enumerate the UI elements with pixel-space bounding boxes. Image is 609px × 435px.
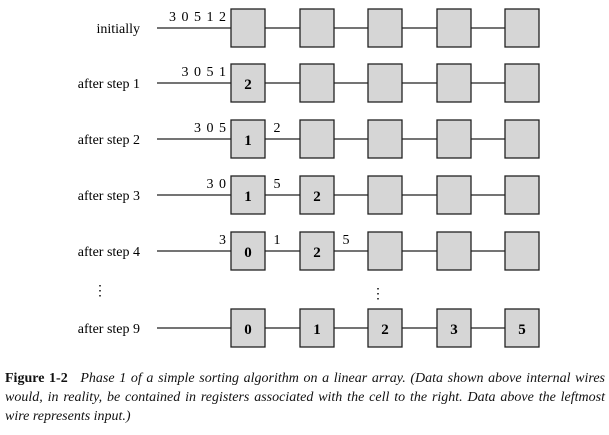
wire-data: 5 bbox=[343, 233, 350, 248]
array-cell bbox=[367, 308, 403, 348]
array-cell bbox=[230, 175, 266, 215]
array-cell bbox=[230, 308, 266, 348]
array-cell bbox=[299, 308, 335, 348]
array-cell bbox=[436, 8, 472, 48]
array-cell bbox=[504, 231, 540, 271]
array-cell bbox=[299, 231, 335, 271]
array-cell bbox=[367, 63, 403, 103]
wire-data: 1 bbox=[274, 233, 281, 248]
input-data: 3 0 5 1 bbox=[182, 65, 228, 80]
ellipsis-left: ⋮ bbox=[93, 284, 107, 299]
input-data: 3 0 5 1 2 bbox=[169, 10, 227, 25]
cell-value: 0 bbox=[244, 322, 252, 338]
wire-data: 5 bbox=[274, 177, 281, 192]
cell-value: 1 bbox=[244, 133, 252, 149]
cell-value: 2 bbox=[313, 189, 321, 205]
input-data: 3 0 5 bbox=[194, 121, 227, 136]
array-cell bbox=[299, 63, 335, 103]
cell-value: 2 bbox=[244, 77, 252, 93]
figure-caption: Figure 1-2 Phase 1 of a simple sorting a… bbox=[5, 369, 605, 426]
array-cell bbox=[504, 308, 540, 348]
array-cell bbox=[436, 175, 472, 215]
cell-value: 5 bbox=[518, 322, 526, 338]
array-cell bbox=[436, 308, 472, 348]
array-cell bbox=[367, 231, 403, 271]
cell-value: 2 bbox=[313, 245, 321, 261]
sorting-array-diagram: initially 3 0 5 1 2 after step 1 3 0 5 1 2 af… bbox=[78, 8, 540, 348]
array-cell bbox=[299, 175, 335, 215]
row-label: after step 2 bbox=[78, 133, 140, 148]
array-cell bbox=[230, 119, 266, 159]
row-label: after step 1 bbox=[78, 77, 140, 92]
array-cell bbox=[367, 8, 403, 48]
array-cell bbox=[230, 231, 266, 271]
array-cell bbox=[299, 8, 335, 48]
row-label: initially bbox=[96, 22, 140, 37]
array-cell bbox=[436, 231, 472, 271]
array-cell bbox=[436, 63, 472, 103]
array-cell bbox=[504, 119, 540, 159]
wire-data: 2 bbox=[274, 121, 281, 136]
array-cell bbox=[299, 119, 335, 159]
cell-value: 1 bbox=[244, 189, 252, 205]
row-label: after step 9 bbox=[78, 322, 140, 337]
array-cell bbox=[230, 8, 266, 48]
array-cell bbox=[504, 63, 540, 103]
row-label: after step 3 bbox=[78, 189, 140, 204]
array-cell bbox=[367, 119, 403, 159]
cell-value: 3 bbox=[450, 322, 458, 338]
array-cell bbox=[504, 175, 540, 215]
row-label: after step 4 bbox=[78, 245, 140, 260]
array-cell bbox=[230, 63, 266, 103]
cell-value: 0 bbox=[244, 245, 252, 261]
caption-text: Phase 1 of a simple sorting algorithm on… bbox=[5, 371, 605, 424]
input-data: 3 0 bbox=[207, 177, 228, 192]
array-cell bbox=[504, 8, 540, 48]
array-cell bbox=[436, 119, 472, 159]
array-cell bbox=[367, 175, 403, 215]
cell-value: 2 bbox=[381, 322, 389, 338]
input-data: 3 bbox=[219, 233, 227, 248]
figure-label: Figure 1-2 bbox=[5, 371, 68, 386]
ellipsis-middle: ⋮ bbox=[371, 287, 385, 302]
cell-value: 1 bbox=[313, 322, 321, 338]
